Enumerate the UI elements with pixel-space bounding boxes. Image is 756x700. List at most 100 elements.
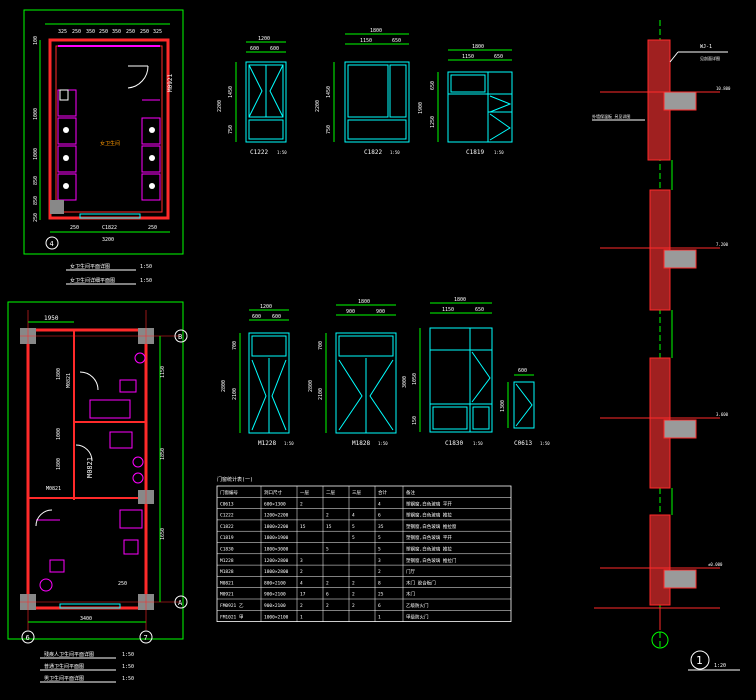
dim: 1800 bbox=[56, 458, 62, 470]
table-cell: 2 bbox=[300, 569, 303, 575]
table-cell: C1222 bbox=[220, 513, 234, 519]
top-dims: 325 250 350 250 350 250 250 325 bbox=[58, 29, 162, 35]
table-cell: 塑钢窗,白色玻璃 推拉 bbox=[406, 512, 452, 519]
table-cell: 木门 胶合板门 bbox=[406, 579, 436, 586]
table-cell: 600×1300 bbox=[264, 501, 286, 507]
level: ±0.000 bbox=[708, 562, 723, 567]
caption-scale: 1:50 bbox=[122, 676, 134, 682]
dim: 2100 bbox=[232, 388, 238, 400]
table-cell: 900×2100 bbox=[264, 592, 286, 598]
dim: 2200 bbox=[217, 100, 223, 112]
dim: 750 bbox=[326, 125, 332, 134]
section-number: 1 bbox=[696, 654, 703, 667]
table-header: 备注 bbox=[406, 489, 415, 496]
dim: 2100 bbox=[318, 388, 324, 400]
dim: 1150 bbox=[462, 54, 474, 60]
table-cell: C1830 bbox=[220, 547, 234, 553]
grid-label: 6 bbox=[26, 634, 30, 642]
dim: 1800 bbox=[56, 368, 62, 380]
window-c1830: 1800 1150 650 3000 1050 150 C1830 1:50 bbox=[402, 297, 493, 447]
dim: 650 bbox=[494, 54, 503, 60]
table-cell: 5 bbox=[378, 535, 381, 541]
dim: 600 bbox=[252, 314, 261, 320]
dim: 900 bbox=[376, 309, 385, 315]
left-dims: 1800 1000 1800 bbox=[56, 368, 62, 470]
dim: 1150 bbox=[442, 307, 454, 313]
dim: 600 bbox=[270, 46, 279, 52]
window-id: M1228 bbox=[258, 440, 276, 447]
caption-scale: 1:50 bbox=[122, 664, 134, 670]
dim: 250 bbox=[148, 225, 157, 231]
grid-label: 7 bbox=[144, 634, 148, 642]
table-cell: 2 bbox=[378, 569, 381, 575]
table-cell: FM0921 乙 bbox=[220, 602, 244, 609]
dim: 650 bbox=[392, 38, 401, 44]
dim: 1000 bbox=[33, 148, 39, 160]
window-id: C1830 bbox=[445, 440, 463, 447]
table-cell: 900×2100 bbox=[264, 603, 286, 609]
table-cell: 5 bbox=[326, 547, 329, 553]
dim: 700 bbox=[318, 341, 324, 350]
caption-scale: 1:50 bbox=[140, 278, 152, 284]
window-m1828: 1800 900 900 2800 700 2100 M1828 1:50 bbox=[308, 299, 397, 447]
table-header: 三层 bbox=[352, 490, 361, 496]
grid-label: B bbox=[178, 333, 182, 341]
dim: 1200 bbox=[258, 36, 270, 42]
level: 7.200 bbox=[716, 242, 729, 247]
section-note: 见剖面详图 bbox=[700, 55, 720, 61]
table-cell: 1200×2200 bbox=[264, 513, 289, 519]
table-cell: 2 bbox=[352, 603, 355, 609]
dim: 600 bbox=[250, 46, 259, 52]
table-cell: 6 bbox=[378, 603, 381, 609]
caption-scale: 1:50 bbox=[140, 264, 152, 270]
table-cell: 6 bbox=[378, 513, 381, 519]
table-cell: 乙级防火门 bbox=[406, 602, 429, 609]
table-cell: 1 bbox=[300, 614, 303, 620]
dim: 600 bbox=[272, 314, 281, 320]
grid-label: A bbox=[178, 599, 183, 607]
dim: 250 bbox=[70, 225, 79, 231]
dim: 100 bbox=[33, 36, 39, 45]
dim: 250 bbox=[140, 29, 149, 35]
table-cell: 1200×2800 bbox=[264, 558, 289, 564]
dim: 350 bbox=[86, 29, 95, 35]
dim: 650 bbox=[430, 81, 436, 90]
dim: 2200 bbox=[315, 100, 321, 112]
dim: 1450 bbox=[326, 86, 332, 98]
dim: 350 bbox=[112, 29, 121, 35]
dim: 3000 bbox=[402, 376, 408, 388]
door-label: M0821 bbox=[86, 457, 94, 478]
table-cell: 1000×2100 bbox=[264, 614, 289, 620]
window-scale: 1:50 bbox=[390, 150, 400, 155]
table-cell: 塑钢窗,白色玻璃 平开 bbox=[406, 500, 452, 507]
table-cell: 17 bbox=[300, 592, 306, 598]
window-scale: 1:50 bbox=[540, 441, 550, 446]
table-cell: 1800×2800 bbox=[264, 569, 289, 575]
window-id: M1828 bbox=[352, 440, 370, 447]
dim: 1800 bbox=[358, 299, 370, 305]
side-note: 外墙保温板 另见详图 bbox=[592, 113, 630, 119]
window-scale: 1:50 bbox=[284, 441, 294, 446]
dim: 900 bbox=[346, 309, 355, 315]
table-cell: 1 bbox=[378, 614, 381, 620]
dim: 1050 bbox=[412, 373, 418, 385]
table-cell: 8 bbox=[378, 580, 381, 586]
window-id: C0613 bbox=[514, 440, 532, 447]
dim: 1000 bbox=[33, 108, 39, 120]
caption: 女卫生间平面详图 bbox=[70, 263, 110, 270]
section-scale: 1:20 bbox=[714, 663, 726, 669]
table-cell: 25 bbox=[378, 592, 384, 598]
table-cell: 800×2100 bbox=[264, 580, 286, 586]
level: 3.600 bbox=[716, 412, 729, 417]
table-cell: M1828 bbox=[220, 569, 234, 575]
window-id: C1222 bbox=[250, 149, 268, 156]
table-cell: M0921 bbox=[220, 592, 234, 598]
dim: 250 bbox=[99, 29, 108, 35]
section-label: WJ-1 bbox=[700, 44, 712, 50]
caption: 普通卫生间平面图 bbox=[44, 663, 84, 670]
table-cell: 2 bbox=[300, 501, 303, 507]
dim: 600 bbox=[518, 368, 527, 374]
window-scale: 1:50 bbox=[378, 441, 388, 446]
table-cell: FM1021 甲 bbox=[220, 614, 243, 620]
